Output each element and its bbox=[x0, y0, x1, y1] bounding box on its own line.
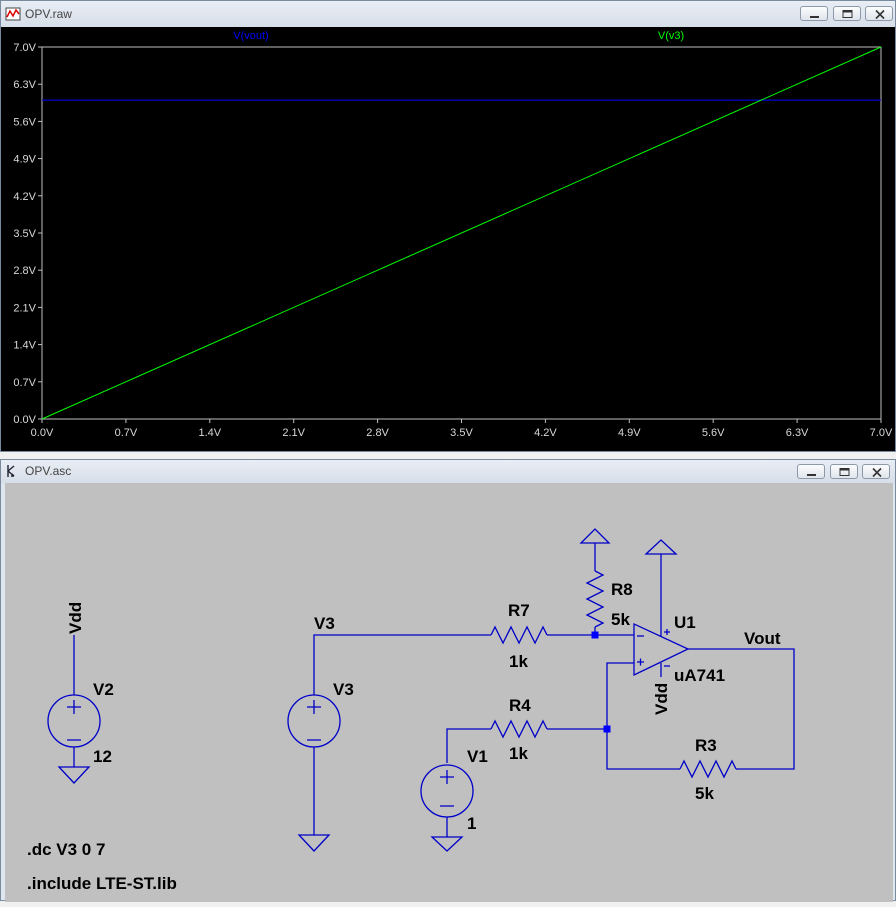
waveform-window-titlebar[interactable]: OPV.raw bbox=[1, 1, 895, 27]
schematic-window: OPV.asc bbox=[0, 459, 896, 902]
source-polarity-icon bbox=[307, 700, 321, 741]
vdd-flag-icon bbox=[644, 539, 678, 555]
vout-net-label: Vout bbox=[744, 629, 781, 648]
r8-label: R8 bbox=[611, 580, 633, 599]
resistor-r3[interactable] bbox=[679, 759, 737, 779]
y-tick-label: 7.0V bbox=[13, 42, 36, 54]
ground-icon bbox=[430, 836, 464, 852]
restore-button[interactable] bbox=[830, 464, 858, 479]
vdd-net-label: Vdd bbox=[66, 602, 85, 634]
wire bbox=[446, 728, 491, 763]
x-tick-label: 2.8V bbox=[366, 427, 389, 439]
restore-button[interactable] bbox=[833, 6, 861, 21]
resistor-r8[interactable] bbox=[585, 570, 605, 628]
y-tick-label: 0.0V bbox=[13, 414, 36, 426]
source-polarity-icon bbox=[440, 770, 454, 807]
minimize-button[interactable] bbox=[800, 6, 828, 21]
resistor-r4[interactable] bbox=[490, 719, 548, 739]
v1-value: 1 bbox=[467, 814, 476, 833]
ground-icon bbox=[57, 766, 91, 784]
x-tick-label: 0.0V bbox=[31, 427, 54, 439]
source-polarity-icon bbox=[67, 700, 81, 741]
vdd-flag-icon bbox=[579, 528, 611, 544]
x-tick-label: 5.6V bbox=[702, 427, 725, 439]
x-tick-label: 4.9V bbox=[618, 427, 641, 439]
y-tick-label: 2.1V bbox=[13, 302, 36, 314]
y-tick-label: 3.5V bbox=[13, 228, 36, 240]
include-directive[interactable]: .include LTE-ST.lib bbox=[27, 874, 177, 893]
v1-label: V1 bbox=[467, 747, 488, 766]
close-button[interactable] bbox=[862, 464, 890, 479]
y-tick-label: 0.7V bbox=[13, 377, 36, 389]
r3-value: 5k bbox=[695, 784, 714, 803]
r3-label: R3 bbox=[695, 736, 717, 755]
v2-label: V2 bbox=[93, 680, 114, 699]
r7-label: R7 bbox=[508, 601, 530, 620]
y-tick-label: 5.6V bbox=[13, 116, 36, 128]
r8-value: 5k bbox=[611, 610, 630, 629]
junction-dot bbox=[591, 631, 599, 639]
opamp-u1[interactable] bbox=[633, 622, 690, 677]
u1-model: uA741 bbox=[674, 666, 725, 685]
r4-value: 1k bbox=[509, 744, 528, 763]
v3-label: V3 bbox=[333, 680, 354, 699]
v2-value: 12 bbox=[93, 747, 112, 766]
r7-value: 1k bbox=[509, 652, 528, 671]
r4-label: R4 bbox=[509, 696, 531, 715]
v3-net-label: V3 bbox=[314, 614, 335, 633]
schematic-drawing: Vdd V2 12 V3 V3 R7 1k R8 5k U1 uA741 Vdd… bbox=[27, 528, 795, 893]
noninverting-input-icon bbox=[637, 658, 644, 666]
dc-directive[interactable]: .dc V3 0 7 bbox=[27, 840, 105, 859]
x-tick-label: 0.7V bbox=[115, 427, 138, 439]
waveform-icon bbox=[5, 7, 21, 21]
schematic-window-title: OPV.asc bbox=[25, 464, 72, 478]
resistor-r7[interactable] bbox=[490, 625, 548, 645]
x-tick-label: 6.3V bbox=[786, 427, 809, 439]
series-line-vv3[interactable] bbox=[41, 46, 882, 420]
x-tick-label: 3.5V bbox=[450, 427, 473, 439]
wire bbox=[313, 634, 491, 695]
wire bbox=[606, 662, 680, 770]
junction-dot bbox=[603, 725, 611, 733]
u1-vdd-label: Vdd bbox=[652, 683, 671, 715]
x-tick-label: 1.4V bbox=[198, 427, 221, 439]
legend-entry[interactable]: V(vout) bbox=[233, 30, 268, 42]
x-tick-label: 7.0V bbox=[870, 427, 893, 439]
u1-label: U1 bbox=[674, 613, 696, 632]
legend-entry[interactable]: V(v3) bbox=[658, 30, 684, 42]
y-tick-label: 2.8V bbox=[13, 265, 36, 277]
wire bbox=[688, 648, 795, 770]
ground-icon bbox=[297, 834, 331, 852]
close-button[interactable] bbox=[865, 6, 893, 21]
waveform-window-title: OPV.raw bbox=[25, 7, 72, 21]
plot-area[interactable]: 0.0V 0.7V 1.4V 2.1V 2.8V 3.5V 4.2V 4.9V 5.6V 6.3V… bbox=[1, 27, 895, 451]
schematic-icon bbox=[7, 465, 15, 477]
minimize-button[interactable] bbox=[797, 464, 825, 479]
y-tick-label: 6.3V bbox=[13, 79, 36, 91]
dc-sweep-chart: 0.0V 0.7V 1.4V 2.1V 2.8V 3.5V 4.2V 4.9V 5.6V 6.3V… bbox=[13, 30, 893, 439]
waveform-window: OPV.raw 0.0V 0.7V 1.4V 2.1V 2.8V 3.5V 4.2V 4.9V… bbox=[0, 0, 896, 452]
y-tick-label: 4.9V bbox=[13, 154, 36, 166]
x-tick-label: 2.1V bbox=[282, 427, 305, 439]
y-tick-label: 1.4V bbox=[13, 340, 36, 352]
x-tick-label: 4.2V bbox=[534, 427, 557, 439]
schematic-window-titlebar[interactable]: OPV.asc bbox=[1, 460, 895, 483]
opamp-supply-icon bbox=[664, 629, 670, 635]
y-tick-label: 4.2V bbox=[13, 191, 36, 203]
schematic-canvas[interactable]: Vdd V2 12 V3 V3 R7 1k R8 5k U1 uA741 Vdd… bbox=[5, 483, 893, 902]
